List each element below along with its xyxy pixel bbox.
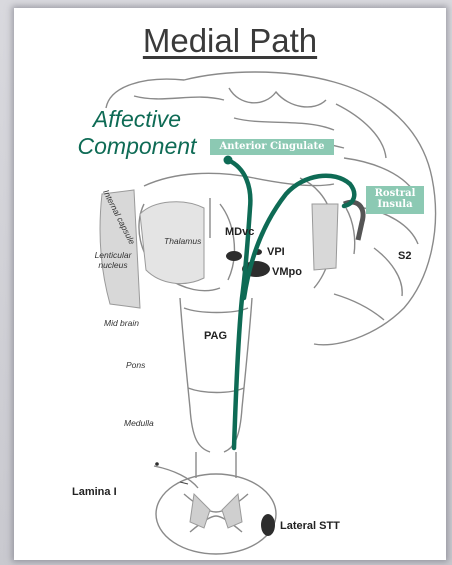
pag-label: PAG xyxy=(204,330,227,342)
thalamus-label: Thalamus xyxy=(164,236,201,246)
pathway-end-dot xyxy=(224,156,233,165)
lateral-stt-label: Lateral STT xyxy=(280,520,340,532)
affective-component-label: Affective Component xyxy=(52,106,222,160)
slide-title: Medial Path xyxy=(14,22,446,60)
s2-label: S2 xyxy=(398,250,411,262)
lenticular-line-2: nucleus xyxy=(88,260,138,270)
affective-line-2: Component xyxy=(52,133,222,160)
brain-outline-drawing xyxy=(14,8,446,560)
lenticular-nucleus-label: Lenticular nucleus xyxy=(88,250,138,270)
rostral-insula-tag: Rostral Insula xyxy=(366,186,424,214)
lamina-label: Lamina I xyxy=(72,486,117,498)
anterior-cingulate-tag: Anterior Cingulate xyxy=(210,139,334,155)
vpi-label: VPI xyxy=(267,246,285,258)
medial-pain-pathway xyxy=(228,160,354,448)
medulla-label: Medulla xyxy=(124,418,154,428)
lenticular-line-1: Lenticular xyxy=(88,250,138,260)
rostral-insula-line-1: Rostral xyxy=(366,188,424,199)
lateral-stt-tract xyxy=(261,514,275,536)
mdvc-nucleus xyxy=(226,251,242,261)
diagram-card: Medial Path Affective Component Anterior… xyxy=(14,8,446,560)
pons-label: Pons xyxy=(126,360,145,370)
vmpo-label: VMpo xyxy=(272,266,302,278)
rostral-insula-line-2: Insula xyxy=(366,199,424,210)
mid-brain-label: Mid brain xyxy=(104,318,139,328)
mdvc-label: MDvc xyxy=(225,226,254,238)
affective-line-1: Affective xyxy=(52,106,222,133)
